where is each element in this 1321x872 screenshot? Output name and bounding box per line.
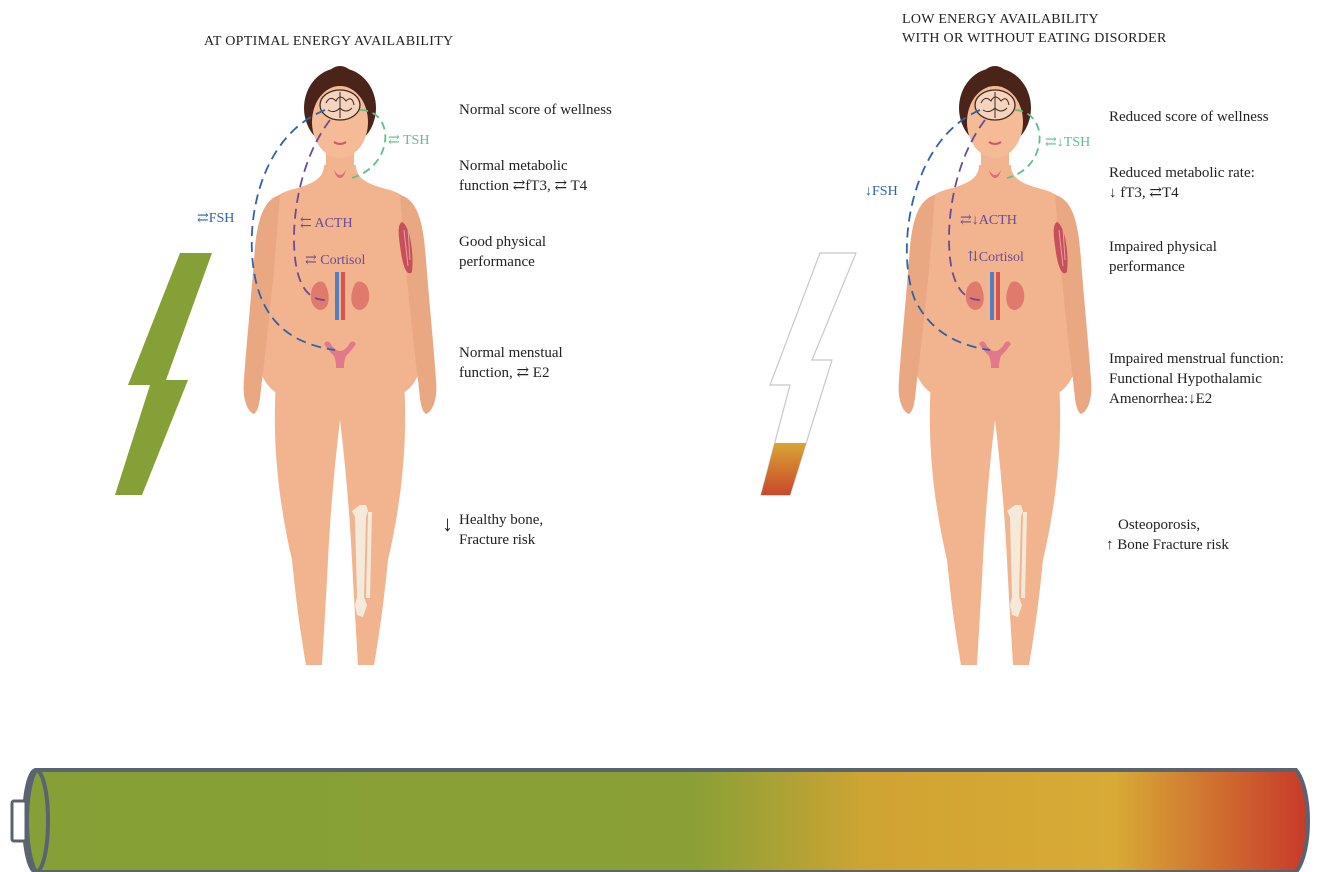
wellness-note-left: Normal score of wellness — [459, 100, 612, 120]
bone-note-right-1: Osteoporosis, — [1118, 515, 1200, 535]
menstrual-note-right-1: Impaired menstrual function: — [1109, 349, 1284, 369]
bone-note-left-1: Healthy bone, — [459, 510, 543, 530]
performance-note-left-2: performance — [459, 252, 535, 272]
menstrual-note-right-2: Functional Hypothalamic — [1109, 369, 1262, 389]
cortisol-label-left: ⇄ Cortisol — [305, 252, 365, 269]
metabolic-note-right-2: ↓ fT3, ⇄T4 — [1109, 183, 1179, 203]
energy-bolt-low-fill — [755, 443, 865, 503]
metabolic-note-right-1: Reduced metabolic rate: — [1109, 163, 1255, 183]
figure-low — [899, 66, 1092, 665]
acth-label-right: ⇄↓ACTH — [960, 212, 1017, 229]
metabolic-note-left-2: function ⇄fT3, ⇄ T4 — [459, 176, 587, 196]
tsh-label-left: ⇄ TSH — [388, 132, 429, 149]
cortisol-label-right: ⇅Cortisol — [967, 249, 1024, 266]
bone-arrow-left: ↓ — [442, 514, 453, 534]
performance-note-left-1: Good physical — [459, 232, 546, 252]
fsh-label-left: ⇄FSH — [197, 210, 234, 227]
performance-note-right-2: performance — [1109, 257, 1185, 277]
bone-note-right-2: ↑ Bone Fracture risk — [1106, 535, 1229, 555]
heading-low-line1: LOW ENERGY AVAILABILITY — [902, 10, 1099, 29]
performance-note-right-1: Impaired physical — [1109, 237, 1217, 257]
fsh-label-right: ↓FSH — [865, 184, 898, 200]
bone-note-left-2: Fracture risk — [459, 530, 535, 550]
acth-label-left: ⇇ ACTH — [300, 215, 353, 232]
energy-bolt-full — [115, 253, 212, 495]
menstrual-note-left-1: Normal menstual — [459, 343, 563, 363]
heading-optimal: AT OPTIMAL ENERGY AVAILABILITY — [204, 32, 453, 51]
menstrual-note-right-3: Amenorrhea:↓E2 — [1109, 389, 1212, 409]
energy-gradient-bar — [12, 770, 1308, 872]
heading-low-line2: WITH OR WITHOUT EATING DISORDER — [902, 29, 1167, 48]
metabolic-note-left-1: Normal metabolic — [459, 156, 568, 176]
tsh-label-right: ⇄↓TSH — [1045, 134, 1090, 151]
menstrual-note-left-2: function, ⇄ E2 — [459, 363, 549, 383]
wellness-note-right: Reduced score of wellness — [1109, 107, 1269, 127]
